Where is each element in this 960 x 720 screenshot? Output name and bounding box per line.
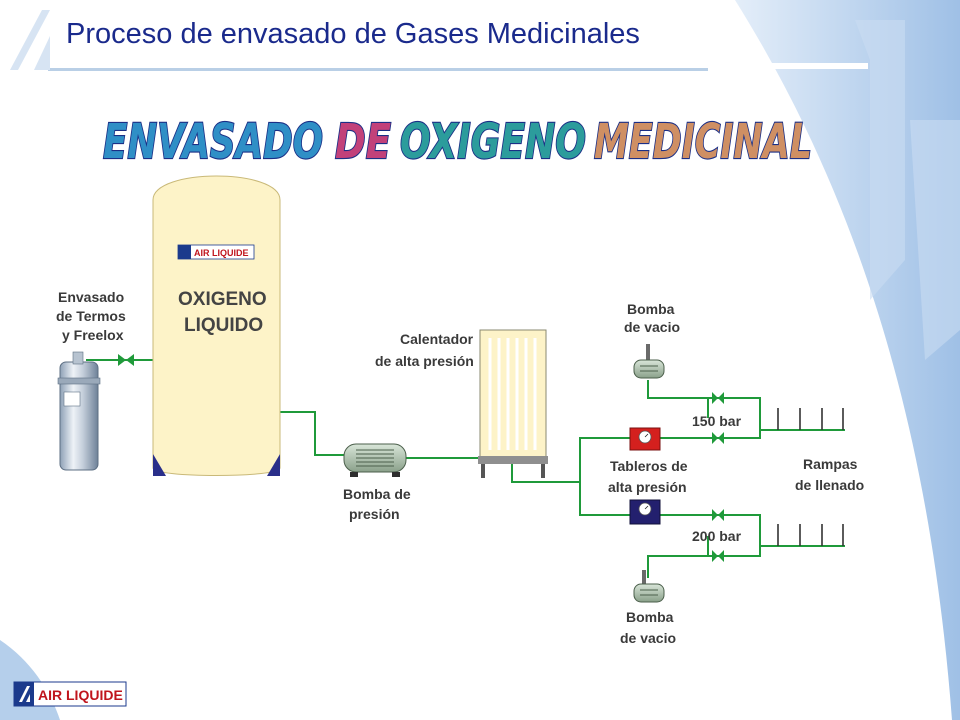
vacuum-bottom-label-line1: Bomba <box>626 609 674 625</box>
vacuum-pump-top <box>633 344 665 379</box>
board-200-bar <box>629 499 661 525</box>
valve-icon <box>712 392 724 404</box>
banner-word-medicinal: MEDICINAL <box>594 114 812 170</box>
pressure-pump <box>343 443 407 477</box>
pressure-150-label: 150 bar <box>692 413 742 429</box>
top-left-slash <box>34 36 50 70</box>
vacuum-top-label-line1: Bomba <box>627 301 675 317</box>
heater-label-line1: Calentador <box>400 331 474 347</box>
air-liquide-logo: AIR LIQUIDE <box>13 681 127 707</box>
board-150-bar <box>629 427 661 451</box>
ramps-label-line1: Rampas <box>803 456 858 472</box>
termos-label-line2: de Termos <box>56 308 126 324</box>
tank-label-line1: OXIGENO <box>178 289 267 310</box>
title-underline-accent <box>708 63 868 69</box>
pipes <box>86 359 780 578</box>
pressure-200-label: 200 bar <box>692 528 742 544</box>
background-logo-shape <box>855 20 905 300</box>
filling-ramp-top <box>777 408 845 431</box>
svg-text:AIR LIQUIDE: AIR LIQUIDE <box>194 248 249 258</box>
banner-word-oxigeno: OXIGENO <box>400 114 586 170</box>
valve-icon <box>712 550 724 562</box>
valves <box>118 354 724 562</box>
valve-icon <box>118 354 134 366</box>
tank-leg <box>153 454 166 476</box>
vacuum-bottom-label-line2: de vacio <box>620 630 676 646</box>
termos-label-line1: Envasado <box>58 289 124 305</box>
vacuum-top-label-line2: de vacio <box>624 319 680 335</box>
svg-text:AIR LIQUIDE: AIR LIQUIDE <box>38 687 123 703</box>
oxygen-tank: AIR LIQUIDE <box>152 175 281 476</box>
banner-title: ENVASADO DE OXIGENO MEDICINAL <box>102 113 813 171</box>
heater-label-line2: de alta presión <box>375 353 474 369</box>
top-left-slash <box>10 10 50 70</box>
tank-leg <box>267 454 280 476</box>
termos-cylinder <box>57 351 101 471</box>
banner-word-envasado: ENVASADO <box>103 114 323 170</box>
tank-label-line2: LIQUIDO <box>184 315 263 336</box>
valve-icon <box>712 432 724 444</box>
logo-mark-icon <box>19 686 30 702</box>
valve-icon <box>712 509 724 521</box>
vacuum-pump-bottom <box>633 570 665 603</box>
background-logo-shape <box>910 120 960 360</box>
banner-word-de: DE <box>335 114 391 170</box>
boards-label-line1: Tableros de <box>610 458 688 474</box>
heater <box>478 329 548 478</box>
pump-label-line2: presión <box>349 506 400 522</box>
boards-label-line2: alta presión <box>608 479 687 495</box>
filling-ramp-bottom <box>777 524 845 547</box>
termos-label-line3: y Freelox <box>62 327 124 343</box>
title-underline <box>48 68 708 71</box>
pump-label-line1: Bomba de <box>343 486 411 502</box>
tank-air-liquide-logo: AIR LIQUIDE <box>177 244 255 260</box>
ramps-label-line2: de llenado <box>795 477 864 493</box>
slide-title: Proceso de envasado de Gases Medicinales <box>66 18 640 50</box>
